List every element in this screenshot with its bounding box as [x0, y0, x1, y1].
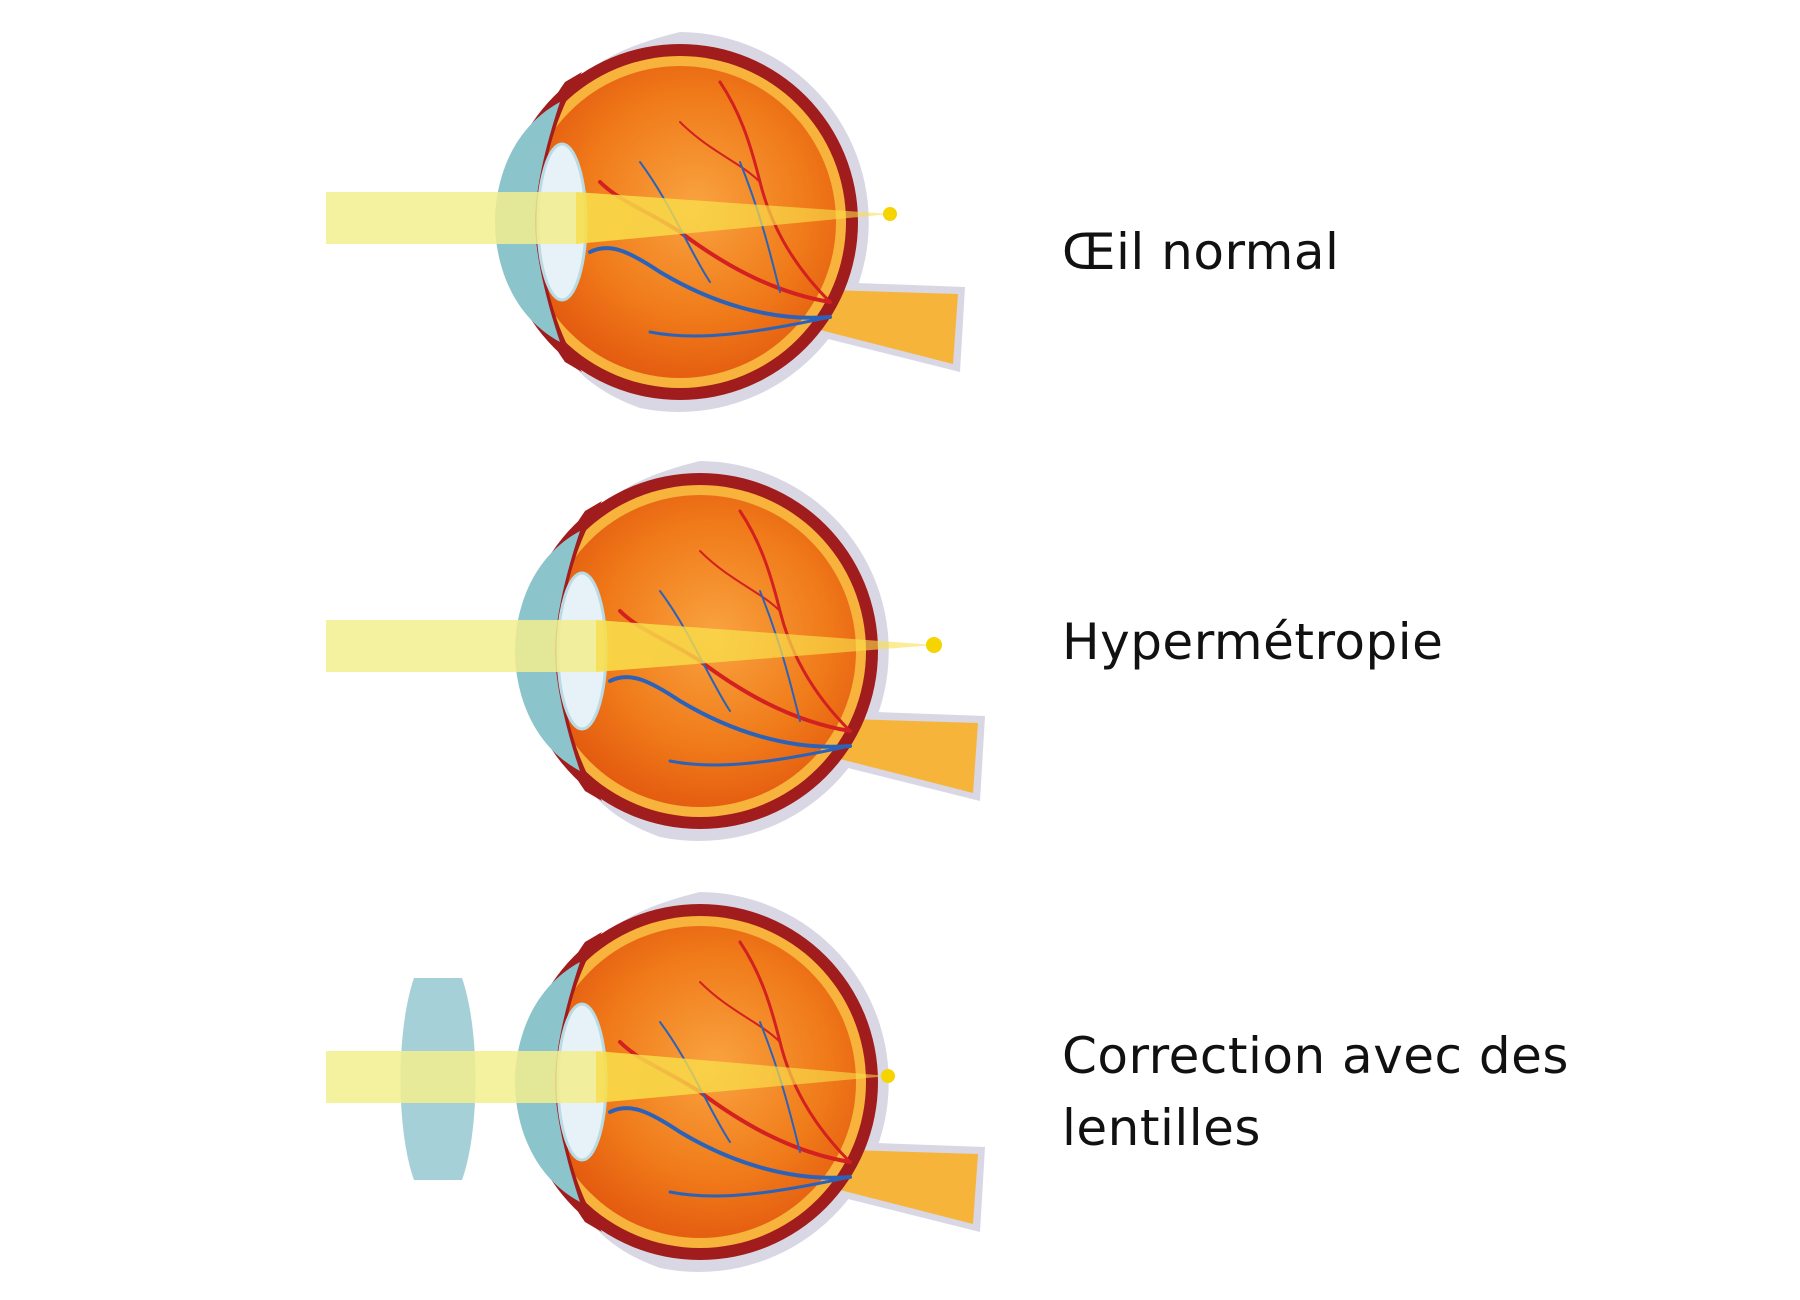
focus-cone-normal	[576, 192, 890, 244]
label-correction-line1: Correction avec des	[1062, 1027, 1569, 1085]
focus-cone-corrected	[596, 1051, 888, 1103]
focus-point-normal	[883, 207, 897, 221]
focus-cone-hyperopia	[596, 620, 934, 672]
label-normal-eye: Œil normal	[1062, 223, 1340, 281]
light-beam-corrected	[326, 1051, 596, 1103]
focus-point-hyperopia	[926, 637, 942, 653]
label-correction-line2: lentilles	[1062, 1099, 1261, 1157]
label-correction: Correction avec des lentilles	[1062, 1020, 1569, 1164]
light-beam-hyperopia	[326, 620, 596, 672]
light-beam-normal	[326, 192, 576, 244]
label-hyperopia: Hypermétropie	[1062, 613, 1444, 671]
focus-point-corrected	[881, 1069, 895, 1083]
